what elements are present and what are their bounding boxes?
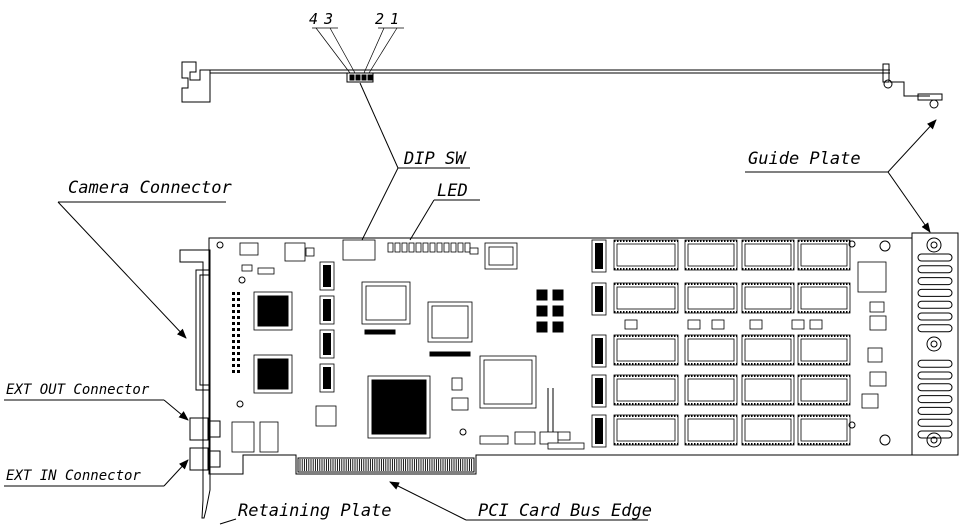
guide-plate-shape: [911, 232, 959, 456]
pci-board: [179, 232, 959, 519]
pci-edge-finger-pins: [299, 459, 473, 471]
ext-out-connector-shape: [189, 417, 221, 441]
led-row: [387, 242, 471, 253]
dip-number-3: 3: [323, 10, 333, 28]
qfp-chip-left-upper: [253, 291, 293, 331]
label-dip-sw: DIP SW: [403, 149, 467, 169]
qfp-chip-left-lower: [253, 354, 293, 394]
pin-header-grid: [232, 292, 240, 373]
dip-number-4: 4: [309, 10, 318, 28]
label-retaining-plate: Retaining Plate: [238, 501, 392, 521]
vertical-ic-column: [319, 261, 335, 393]
leader-lines: [4, 82, 937, 525]
top-side-view: [181, 27, 943, 109]
label-ext-in-connector: EXT IN Connector: [6, 468, 141, 484]
label-camera-connector: Camera Connector: [68, 178, 233, 198]
retaining-plate-shape: [179, 249, 211, 519]
dip-switch-top-view: [346, 72, 374, 83]
label-pci-card-bus-edge: PCI Card Bus Edge: [478, 501, 652, 521]
bga-chip-large: [367, 375, 431, 439]
memory-module-array: [591, 239, 851, 448]
dip-number-2: 2: [375, 10, 384, 28]
dip-switch-board: [342, 239, 376, 261]
label-ext-out-connector: EXT OUT Connector: [6, 382, 150, 398]
guide-plate-top-hardware: [882, 63, 943, 109]
bracket-top-view: [181, 61, 211, 103]
label-guide-plate: Guide Plate: [748, 149, 861, 169]
dip-number-1: 1: [390, 10, 399, 28]
pci-edge-fingers: [297, 457, 475, 473]
label-led: LED: [437, 181, 468, 201]
camera-connector-shape: [195, 269, 211, 391]
ext-in-connector-shape: [189, 447, 221, 471]
